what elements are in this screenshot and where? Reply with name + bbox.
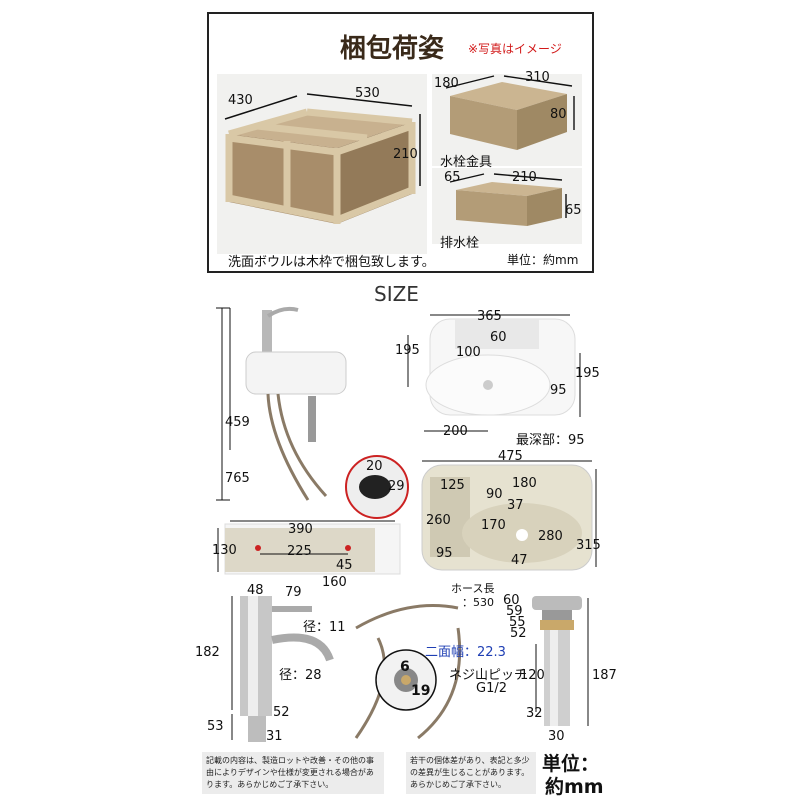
packaging-title: 梱包荷姿 — [340, 34, 445, 64]
under-c: 90 — [486, 487, 503, 502]
wood-crate-image — [225, 108, 416, 224]
box1-height: 80 — [550, 107, 567, 122]
drain-c: 55 — [509, 615, 526, 630]
top-view-image — [407, 314, 581, 432]
side-view-image — [216, 306, 347, 501]
hose-n1: 6 — [400, 659, 410, 675]
faucet-a: 48 — [247, 583, 264, 598]
drain-image — [532, 596, 589, 726]
drain-g: 32 — [526, 706, 543, 721]
under-h: 95 — [436, 546, 453, 561]
under-b: 180 — [512, 476, 537, 491]
hose-length: ：530 — [462, 596, 494, 609]
under-i: 47 — [511, 553, 528, 568]
drain-e: 120 — [520, 668, 545, 683]
top-deepest: 最深部：95 — [516, 433, 585, 448]
faucet-dia2: 径：28 — [279, 668, 322, 683]
faucet-c: 52 — [273, 705, 290, 720]
crate-photo — [217, 74, 427, 254]
box1-length: 310 — [525, 70, 550, 85]
hole-detail — [345, 455, 409, 519]
crate-dimension-lines — [224, 93, 421, 186]
hose-thread-spec: G1/2 — [476, 681, 507, 696]
underside-view-image — [421, 460, 597, 571]
box2-label: 排水栓 — [440, 236, 480, 251]
side-faucet-height: 459 — [225, 415, 250, 430]
top-width: 365 — [477, 309, 502, 324]
faucet-image — [231, 596, 334, 742]
box1-photo — [432, 74, 582, 166]
crate-width: 430 — [228, 93, 253, 108]
box2-height: 65 — [565, 203, 582, 218]
hose-image — [354, 604, 462, 740]
faucet-e: 31 — [266, 729, 283, 744]
crate-height: 210 — [393, 147, 418, 162]
hole-b: 29 — [388, 479, 405, 494]
top-depth2: 195 — [575, 366, 600, 381]
drain-h: 30 — [548, 729, 565, 744]
footer-note-1: 記載の内容は、製造ロットや改善・その他の事由によりデザインや仕様が変更される場合… — [202, 752, 384, 794]
box1-width: 180 — [434, 76, 459, 91]
footer-note-2: 若干の個体差があり、表記と多少の差異が生じることがあります。あらかじめご了承下さ… — [406, 752, 536, 794]
drain-a: 60 — [503, 593, 520, 608]
hose-thread: ネジ山ピッチ — [449, 668, 528, 683]
under-a: 125 — [440, 478, 465, 493]
under-g: 280 — [538, 529, 563, 544]
front-width: 390 — [288, 522, 313, 537]
faucet-b: 79 — [285, 585, 302, 600]
front-c: 160 — [322, 575, 347, 590]
front-b: 45 — [336, 558, 353, 573]
front-a: 225 — [287, 544, 312, 559]
under-width: 475 — [498, 449, 523, 464]
faucet-dia1: 径：11 — [303, 620, 346, 635]
top-depth: 195 — [395, 343, 420, 358]
footer-unit-2: 約mm — [545, 776, 604, 798]
box2-length: 210 — [512, 170, 537, 185]
footer-unit-1: 単位： — [542, 753, 600, 775]
box2-width: 65 — [444, 170, 461, 185]
under-d: 37 — [507, 498, 524, 513]
box1-label: 水栓金具 — [440, 155, 493, 170]
faucet-d: 53 — [207, 719, 224, 734]
image-note: ※写真はイメージ — [468, 42, 562, 56]
front-height: 130 — [212, 543, 237, 558]
packaging-unit: 単位：約mm — [507, 253, 579, 267]
under-height: 315 — [576, 538, 601, 553]
side-total-height: 765 — [225, 471, 250, 486]
under-e: 260 — [426, 513, 451, 528]
packaging-caption: 洗面ボウルは木枠で梱包致します。 — [228, 255, 435, 270]
top-c: 95 — [550, 383, 567, 398]
drain-b: 59 — [506, 604, 523, 619]
hose-n2: 19 — [411, 683, 431, 699]
faucet-height: 182 — [195, 645, 220, 660]
top-a: 60 — [490, 330, 507, 345]
front-view-image — [217, 520, 401, 575]
hose-label: ホース長 — [451, 582, 495, 595]
drain-f: 187 — [592, 668, 617, 683]
crate-length: 530 — [355, 86, 380, 101]
top-e: 200 — [443, 424, 468, 439]
hole-icon — [359, 475, 391, 499]
size-heading: SIZE — [374, 282, 419, 306]
cardboard-box-image — [449, 173, 567, 226]
under-f: 170 — [481, 518, 506, 533]
hose-nut: 二面幅：22.3 — [425, 645, 506, 660]
cardboard-box-image — [445, 75, 575, 150]
box2-photo — [432, 168, 582, 244]
hole-a: 20 — [366, 459, 383, 474]
drain-d: 52 — [510, 626, 527, 641]
top-b: 100 — [456, 345, 481, 360]
